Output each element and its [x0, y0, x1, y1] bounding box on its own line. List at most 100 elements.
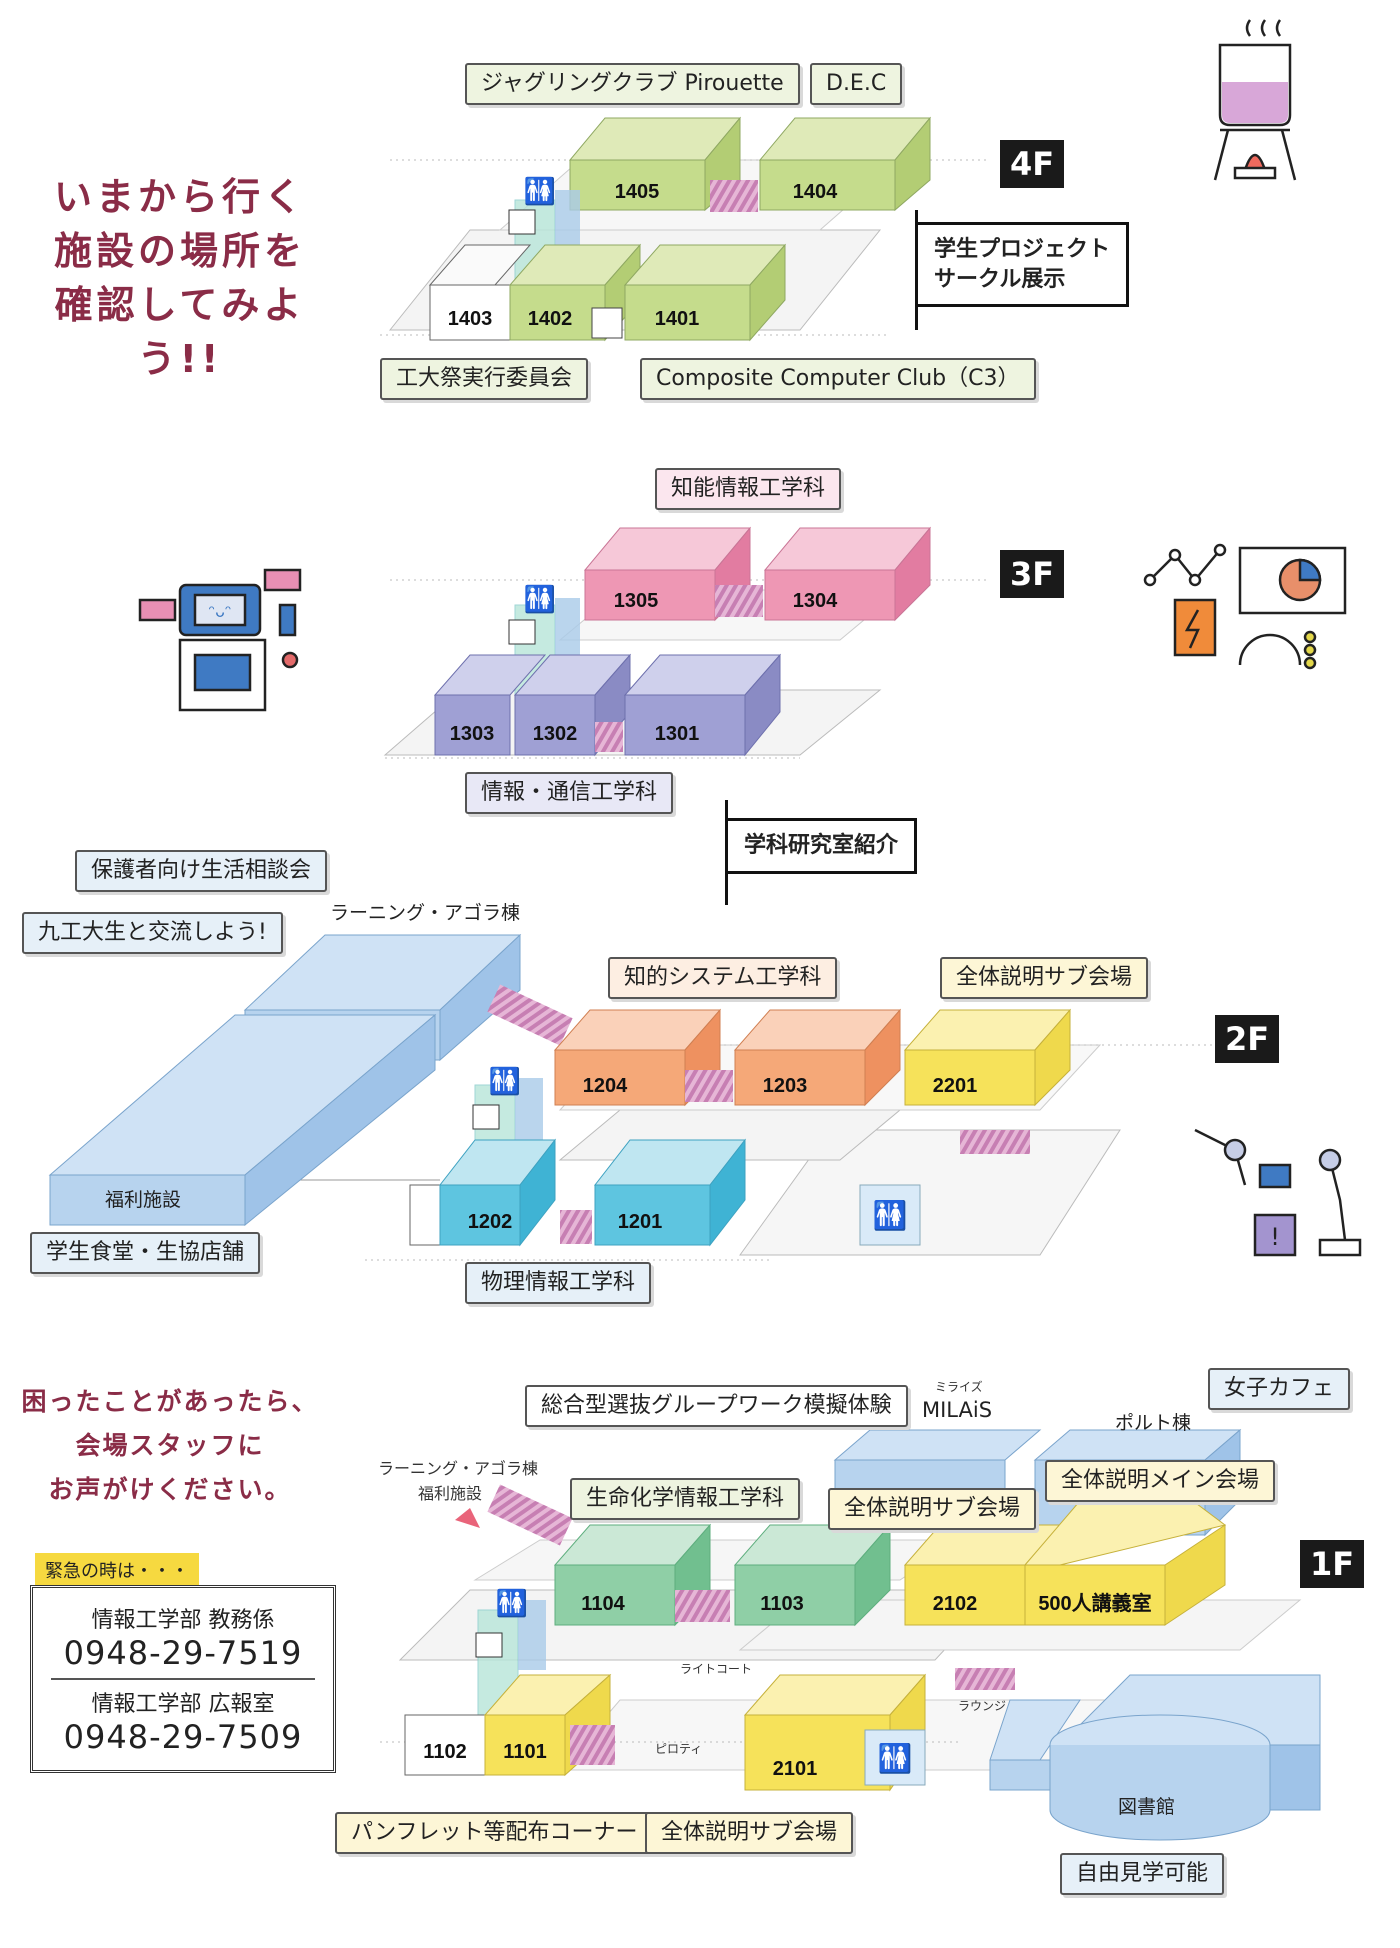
tag-festival-committee[interactable]: 工大祭実行委員会 — [380, 358, 589, 400]
room-1104[interactable]: 1104 — [553, 1523, 712, 1627]
headline-top: いまから行く 施設の場所を 確認してみよう!! — [15, 170, 345, 386]
stairs-icon — [710, 180, 758, 212]
room-1304[interactable]: 1304 — [763, 526, 932, 622]
floor-badge-1f: 1F — [1300, 1540, 1364, 1588]
flag-student-projects: 学生プロジェクト サークル展示 — [915, 222, 1130, 308]
svg-text:!: ! — [1270, 1223, 1280, 1251]
tag-seimei-kagaku[interactable]: 生命化学情報工学科 — [570, 1478, 801, 1520]
emergency-contacts: 情報工学部 教務係 0948-29-7519 情報工学部 広報室 0948-29… — [30, 1585, 336, 1773]
tag-joho-tsushin[interactable]: 情報・通信工学科 — [465, 772, 674, 814]
label-lounge: ラウンジ — [958, 1699, 1007, 1713]
tag-joshi-cafe[interactable]: 女子カフェ — [1208, 1368, 1351, 1410]
restroom-block — [555, 190, 580, 250]
room-blank — [409, 1184, 441, 1246]
tag-juggling-club[interactable]: ジャグリングクラブ Pirouette — [465, 63, 800, 105]
room-number: 1303 — [450, 723, 495, 745]
stairs-icon — [560, 1210, 592, 1244]
tag-chiteki-system[interactable]: 知的システム工学科 — [608, 957, 838, 999]
tag-cafeteria-coop[interactable]: 学生食堂・生協店舗 — [30, 1232, 261, 1274]
tag-main-venue[interactable]: 全体説明メイン会場 — [1045, 1460, 1276, 1502]
restroom-block — [859, 1184, 921, 1246]
label-library: 図書館 — [1118, 1796, 1176, 1818]
elevator-icon — [508, 209, 536, 235]
stairs-icon — [591, 307, 623, 339]
room-1303[interactable]: 1303 — [433, 654, 547, 756]
elevator-icon — [475, 1632, 503, 1658]
tag-sub-venue-2101[interactable]: 全体説明サブ会場 — [645, 1812, 854, 1854]
room-number: 1101 — [503, 1741, 546, 1763]
restroom-block — [515, 1078, 543, 1148]
building-welfare[interactable] — [48, 1013, 437, 1227]
room-1404[interactable]: 1404 — [758, 116, 932, 212]
headline-line: 会場スタッフに — [75, 1431, 265, 1460]
restroom-icon: 🚻 — [489, 1066, 521, 1097]
headline-line: 施設の場所を — [53, 229, 306, 273]
stairs-icon — [960, 1130, 1030, 1154]
divider — [51, 1678, 315, 1680]
label-light-court: ライトコート — [680, 1662, 753, 1676]
robot-arms-icon: ! — [1194, 1128, 1362, 1257]
room-1103[interactable]: 1103 — [733, 1523, 892, 1627]
contact-dept: 情報工学部 広報室 — [91, 1692, 275, 1717]
tag-student-exchange[interactable]: 九工大生と交流しよう! — [22, 912, 283, 954]
tag-free-tour[interactable]: 自由見学可能 — [1060, 1853, 1225, 1895]
contact-dept: 情報工学部 教務係 — [91, 1608, 275, 1633]
tag-butsuri-joho[interactable]: 物理情報工学科 — [465, 1262, 652, 1304]
restroom-icon: 🚻 — [524, 176, 556, 207]
headline-line: いまから行く — [53, 175, 306, 219]
tag-sub-venue-1f[interactable]: 全体説明サブ会場 — [828, 1488, 1037, 1530]
tag-group-work[interactable]: 総合型選抜グループワーク模擬体験 — [525, 1385, 908, 1427]
room-number: 1103 — [760, 1593, 803, 1615]
room-500-hall[interactable]: 500人講義室 — [1023, 1494, 1227, 1626]
room-number: 1202 — [468, 1211, 513, 1233]
flag-labs: 学科研究室紹介 — [725, 818, 918, 874]
arrow-icon — [455, 1508, 480, 1528]
room-number: 1404 — [793, 181, 838, 203]
stairs-icon — [595, 722, 623, 752]
room-1302[interactable]: 1302 — [513, 653, 632, 757]
restroom-block — [555, 598, 580, 658]
stairs-icon — [570, 1725, 615, 1765]
contact-phone[interactable]: 0948-29-7509 — [63, 1718, 303, 1756]
floor-1f: 1104 1103 2102 500人講義室 🚻 1102 — [380, 1428, 1321, 1841]
room-1403[interactable]: 1403 — [428, 244, 532, 341]
headline-line: 困ったことがあったら、 — [21, 1387, 319, 1416]
room-1401[interactable]: 1401 — [623, 243, 787, 342]
tag-c3[interactable]: Composite Computer Club（C3） — [640, 358, 1036, 400]
room-1305[interactable]: 1305 — [583, 526, 752, 622]
building-library[interactable] — [989, 1674, 1321, 1841]
floor-4f: 1405 1404 🚻 1403 1402 — [380, 116, 990, 342]
headline-bottom: 困ったことがあったら、 会場スタッフに お声がけください。 — [20, 1380, 320, 1512]
room-1301[interactable]: 1301 — [623, 653, 782, 757]
stairs-icon — [685, 1070, 733, 1102]
contact-phone[interactable]: 0948-29-7519 — [63, 1634, 303, 1672]
emergency-label: 緊急の時は・・・ — [35, 1553, 199, 1587]
headline-line: 確認してみよう!! — [54, 283, 306, 381]
tag-sub-venue-2f[interactable]: 全体説明サブ会場 — [940, 957, 1149, 999]
flag-line: 学生プロジェクト — [934, 237, 1111, 262]
label-agora-1f: ラーニング・アゴラ棟 — [378, 1459, 539, 1478]
tag-dec[interactable]: D.E.C — [810, 63, 903, 105]
restroom-icon: 🚻 — [524, 584, 556, 615]
room-1203[interactable]: 1203 — [733, 1008, 902, 1107]
room-1102[interactable]: 1102 — [404, 1714, 486, 1776]
floor-badge-4f: 4F — [1000, 140, 1064, 188]
tag-chino-joho[interactable]: 知能情報工学科 — [655, 468, 842, 510]
elevator-icon — [508, 619, 536, 645]
headline-line: お声がけください。 — [48, 1475, 292, 1504]
stairs-icon — [487, 1484, 573, 1546]
room-number: 1402 — [528, 308, 573, 330]
room-2201[interactable]: 2201 — [903, 1008, 1072, 1107]
tag-parent-consultation[interactable]: 保護者向け生活相談会 — [75, 850, 328, 892]
data-analytics-icons — [1143, 543, 1347, 670]
restroom-block — [864, 1729, 926, 1786]
tag-pamphlet-corner[interactable]: パンフレット等配布コーナー — [335, 1812, 654, 1854]
floor-2f: 1204 1203 2201 🚻 1202 — [48, 933, 1230, 1261]
stairs-icon — [487, 984, 573, 1046]
room-1202[interactable]: 1202 — [438, 1138, 557, 1247]
label-welfare: 福利施設 — [105, 1189, 182, 1211]
stairs-icon — [715, 585, 763, 617]
room-number: 500人講義室 — [1038, 1591, 1151, 1615]
restroom-icon: 🚻 — [496, 1588, 528, 1619]
room-1201[interactable]: 1201 — [593, 1138, 747, 1247]
